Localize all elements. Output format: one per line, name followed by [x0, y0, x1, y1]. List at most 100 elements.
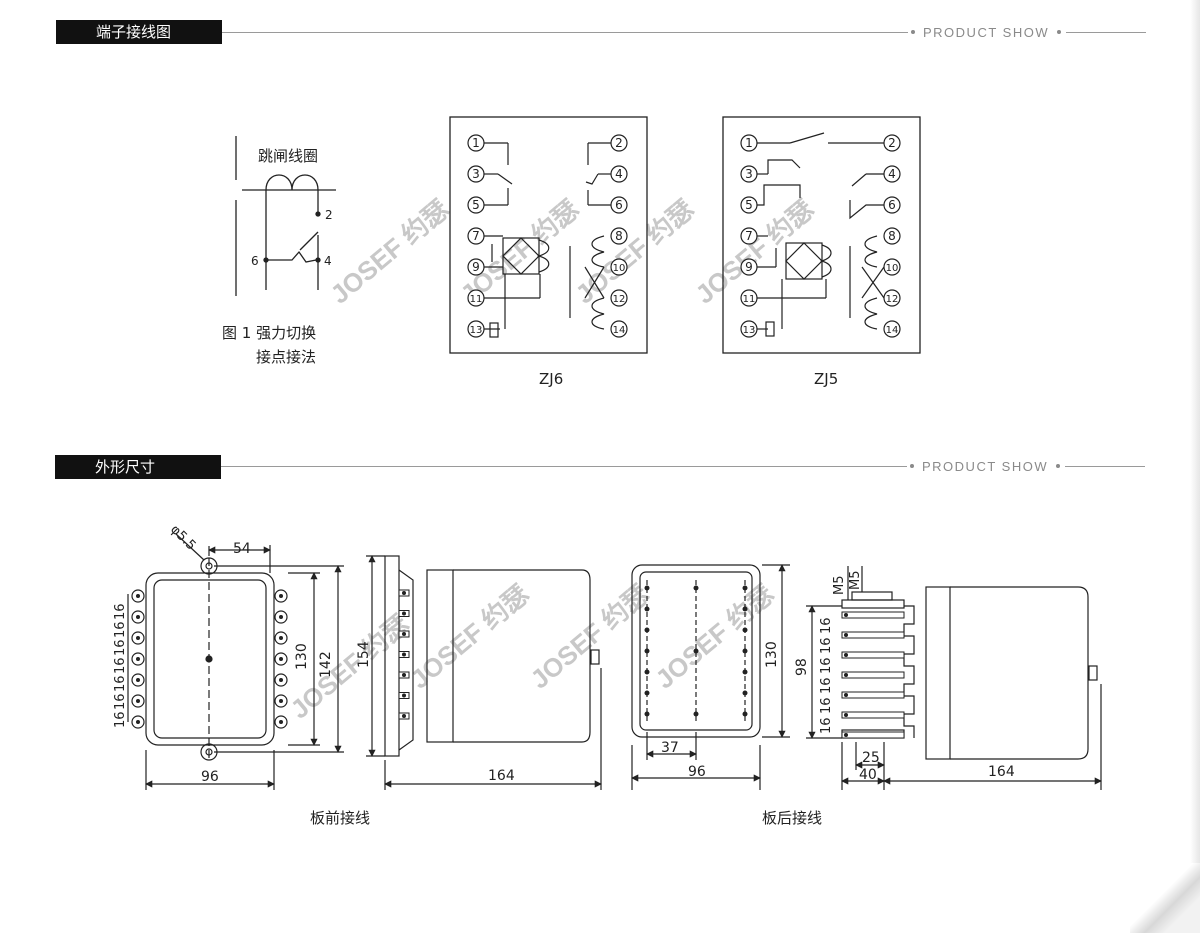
back-side-pin-dot — [844, 733, 848, 737]
pitch-label: 16 — [113, 621, 128, 638]
terminal-number: 1 — [745, 136, 753, 150]
terminal-circle — [467, 227, 485, 245]
back-terminal-dot — [693, 648, 699, 654]
rule-dot — [1057, 30, 1061, 34]
dim-front-164: 164 — [488, 768, 515, 784]
fig1-caption-line2: 接点接法 — [256, 348, 316, 366]
back-terminal-dot — [644, 690, 650, 696]
back-side-terminal-pins — [841, 611, 905, 739]
front-terminal-pins — [131, 589, 288, 729]
back-terminal-dot — [693, 711, 699, 717]
terminal-number: 1 — [472, 136, 480, 150]
terminal-circle — [883, 227, 901, 245]
pitch-label: 16 — [819, 697, 834, 714]
terminal-number: 7 — [745, 229, 753, 243]
side-pin-dot — [402, 632, 406, 636]
back-terminal-dot — [644, 669, 650, 675]
back-terminal-dot — [742, 627, 748, 633]
terminal-number: 7 — [472, 229, 480, 243]
back-side-pin-dot — [844, 713, 848, 717]
terminal-number: 13 — [470, 325, 483, 336]
dim-hole-diameter: φ5.5 — [167, 522, 198, 553]
watermark: JOSEF 约瑟 — [325, 194, 455, 310]
pitch-label: 16 — [819, 657, 834, 674]
back-side-pin — [841, 631, 905, 639]
pitch-label: 16 — [113, 711, 128, 728]
terminal-number: 14 — [886, 325, 899, 336]
back-side-pin-dot — [844, 693, 848, 697]
section-title-dimensions: 外形尺寸 — [55, 455, 221, 479]
fig1-caption-line1: 图 1 强力切换 — [222, 324, 316, 342]
section-rule-dimensions-end — [1065, 466, 1145, 467]
terminal-number: 3 — [745, 167, 753, 181]
dim-142: 142 — [318, 651, 334, 678]
rule-dot — [911, 30, 915, 34]
section-title-wiring: 端子接线图 — [56, 20, 222, 44]
front-pin-center — [279, 615, 283, 619]
back-terminal-dot — [644, 711, 650, 717]
back-side-pin-dot — [844, 653, 848, 657]
section-rule-dimensions — [221, 466, 907, 467]
terminal-circle — [610, 258, 628, 276]
back-terminal-dot — [742, 585, 748, 591]
back-terminal-dot — [644, 606, 650, 612]
fig1-pin-6: 6 — [251, 254, 259, 268]
dim-37: 37 — [661, 740, 679, 756]
front-pin-center — [136, 636, 140, 640]
terminal-circle — [883, 196, 901, 214]
terminal-number: 5 — [745, 198, 753, 212]
back-side-pin-dot — [844, 633, 848, 637]
back-terminal-dot — [742, 606, 748, 612]
pitch-label: 16 — [819, 617, 834, 634]
pitch-label: 16 — [819, 717, 834, 734]
terminal-circle — [610, 227, 628, 245]
rule-dot — [1056, 464, 1060, 468]
terminal-number: 9 — [745, 260, 753, 274]
dim-back-96: 96 — [688, 764, 706, 780]
terminal-circle — [740, 320, 758, 338]
front-panel-drawing — [127, 533, 344, 790]
side-pin-dot — [402, 693, 406, 698]
dim-front-96: 96 — [201, 769, 219, 785]
pitch-label: 16 — [113, 639, 128, 656]
back-terminal-dot — [644, 648, 650, 654]
terminal-number: 13 — [743, 325, 756, 336]
terminal-circle — [610, 196, 628, 214]
terminal-circle — [883, 289, 901, 307]
back-terminal-dot — [742, 711, 748, 717]
side-terminal-pins — [398, 589, 410, 720]
terminal-number: 14 — [613, 325, 626, 336]
back-terminal-dot — [742, 669, 748, 675]
dim-98: 98 — [794, 658, 810, 676]
terminal-number: 4 — [888, 167, 896, 181]
back-terminal-dot — [742, 690, 748, 696]
terminal-circle — [467, 165, 485, 183]
side-pin-dot — [402, 611, 406, 616]
front-side-drawing — [366, 555, 602, 790]
dim-130: 130 — [294, 643, 310, 670]
dim-m5-b: M5 — [848, 571, 863, 591]
front-pin-center — [279, 594, 283, 598]
section-rule-wiring-end — [1066, 32, 1146, 33]
back-side-pin — [841, 671, 905, 679]
back-terminal-dot — [742, 648, 748, 654]
front-pin-center — [136, 720, 140, 724]
terminal-circle — [467, 196, 485, 214]
terminal-circle — [740, 227, 758, 245]
front-pin-center — [279, 636, 283, 640]
pitch-label: 16 — [113, 693, 128, 710]
front-pin-center — [136, 657, 140, 661]
terminal-number: 10 — [886, 263, 899, 274]
back-terminal-dot — [693, 585, 699, 591]
pitch-label: 16 — [113, 603, 128, 620]
terminal-circle — [610, 165, 628, 183]
page-curl — [1130, 863, 1200, 933]
zj5-wiring-diagram — [722, 116, 921, 354]
terminal-number: 11 — [470, 294, 483, 305]
back-terminal-dot — [644, 585, 650, 591]
terminal-number: 2 — [615, 136, 623, 150]
back-panel-drawing — [631, 564, 790, 790]
terminal-number: 3 — [472, 167, 480, 181]
terminal-number: 4 — [615, 167, 623, 181]
